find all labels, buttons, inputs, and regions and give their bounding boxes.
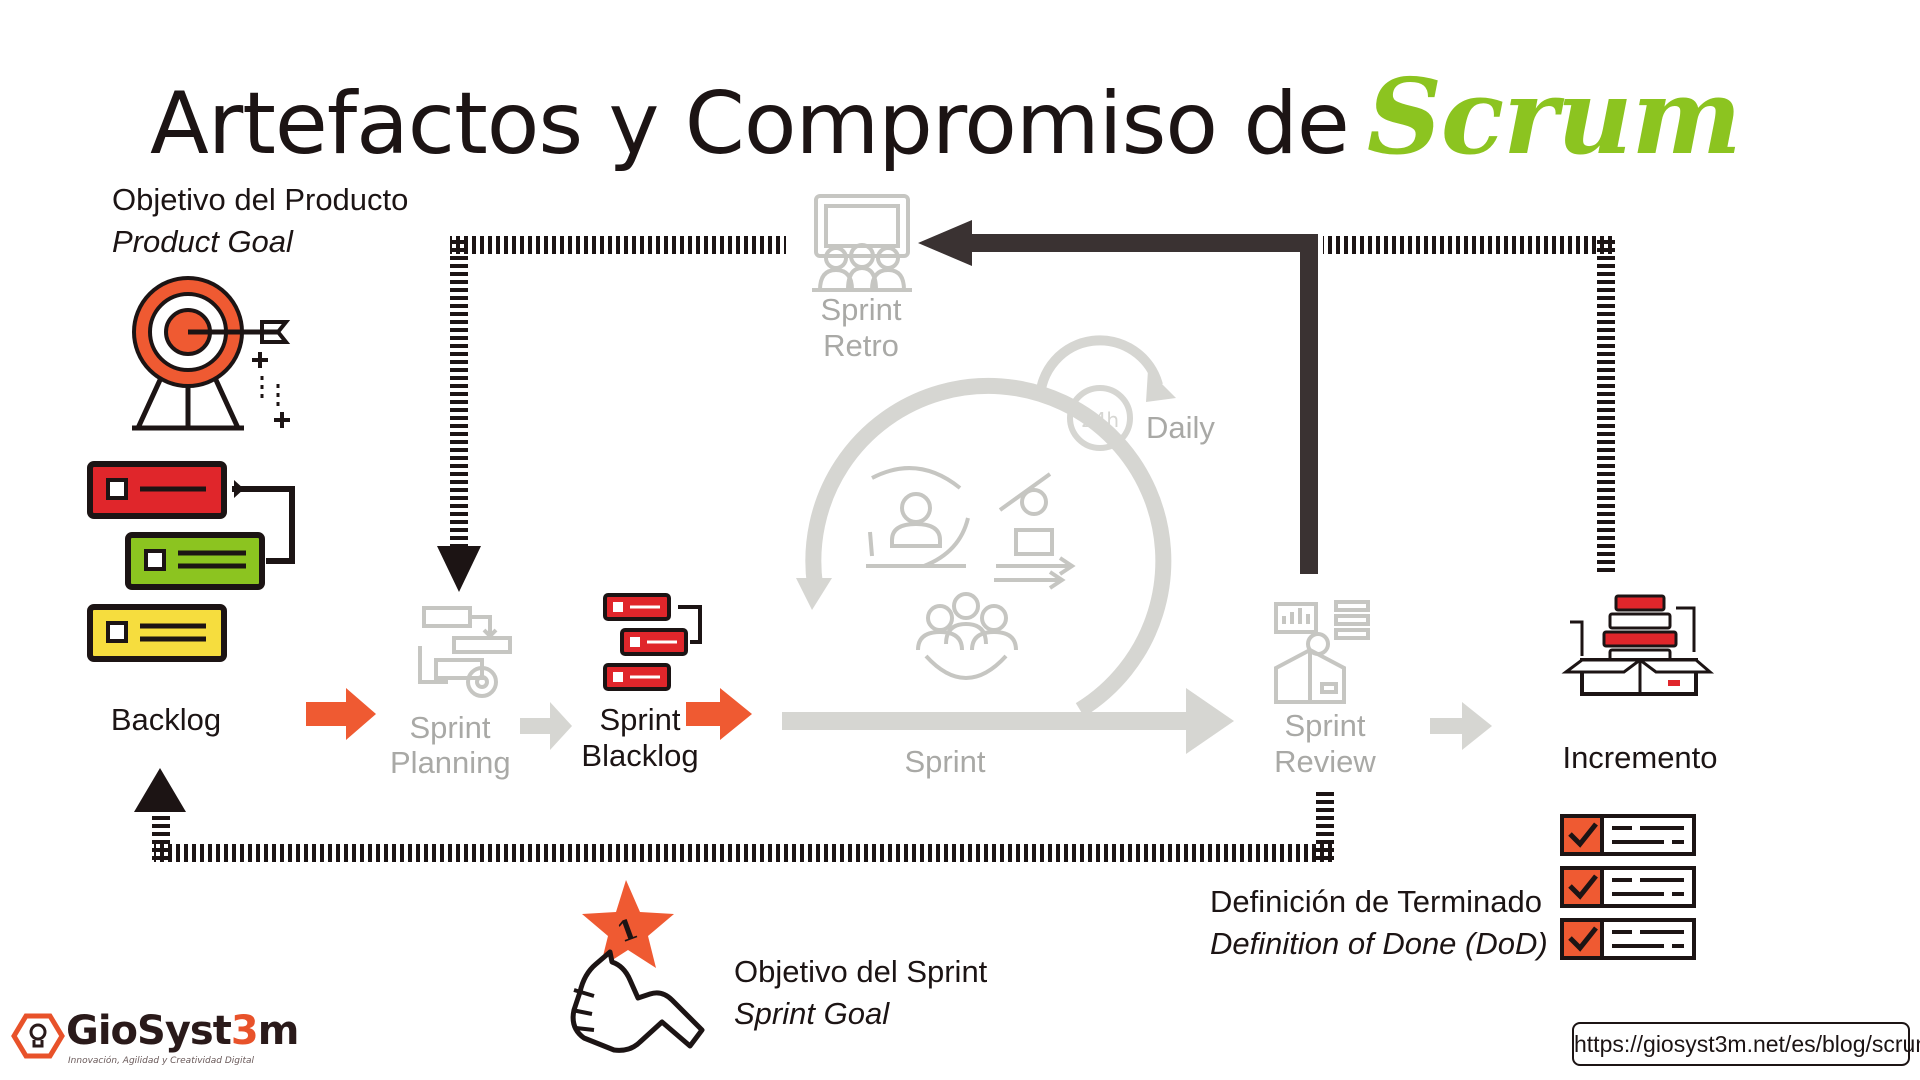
logo-name-accent: 3 <box>230 1008 259 1054</box>
checklist-icon <box>1560 814 1696 960</box>
planning-icon <box>418 606 512 698</box>
product-goal-label: Objetivo del Producto <box>112 182 409 217</box>
review-icon <box>1274 600 1370 704</box>
arrow-planning-to-sprintbacklog <box>520 702 572 750</box>
up-arrow-backlog <box>134 768 186 812</box>
product-goal-label-en: Product Goal <box>112 224 293 259</box>
logo-name: GioSyst3m <box>66 1008 300 1054</box>
sprint-review-label-1: Sprint <box>1284 708 1366 743</box>
arrow-review-to-increment <box>1430 702 1492 750</box>
sprint-retro-label-1: Sprint <box>820 292 902 327</box>
title-main: Artefactos y Compromiso de <box>150 74 1350 174</box>
daily-clock-text: 24h <box>1081 408 1119 432</box>
sprint-label: Sprint <box>904 744 986 779</box>
dod-label-en: Definition of Done (DoD) <box>1210 926 1548 961</box>
retro-icon <box>812 194 912 292</box>
target-icon <box>132 276 291 431</box>
dod-label: Definición de Terminado <box>1210 884 1543 919</box>
arrow-sprintbacklog-to-sprint <box>686 688 752 740</box>
backlog-label: Backlog <box>110 702 222 737</box>
sprint-goal-label-en: Sprint Goal <box>734 996 890 1031</box>
backlog-stack-icon <box>87 461 295 662</box>
review-to-retro-arrow <box>918 220 1318 574</box>
increment-box-icon <box>1561 594 1715 696</box>
daily-cycle-icon: 24h <box>1035 335 1176 451</box>
logo-name-prefix: GioSyst <box>66 1008 232 1054</box>
team-icons <box>866 466 1076 680</box>
logo-name-suffix: m <box>257 1008 300 1054</box>
logo-tagline: Innovación, Agilidad y Creatividad Digit… <box>68 1056 255 1066</box>
dashed-loop-bottom <box>134 768 1334 862</box>
down-arrow-planning <box>437 546 481 592</box>
sprint-planning-label-1: Sprint <box>409 710 491 745</box>
sprint-planning-label-2: Planning <box>390 745 511 780</box>
title-brand: Scrum <box>1366 55 1742 178</box>
logo-hexagon-icon <box>11 1013 65 1059</box>
star-hand-icon: 1 <box>570 880 705 1053</box>
sprint-main-arrow <box>782 688 1234 754</box>
increment-label: Incremento <box>1562 740 1718 775</box>
arrow-backlog-to-planning <box>306 688 376 740</box>
sprint-retro-label-2: Retro <box>823 328 899 363</box>
sprint-backlog-label-2: Blacklog <box>581 738 699 773</box>
daily-label: Daily <box>1146 410 1215 445</box>
sprint-backlog-label-1: Sprint <box>599 702 681 737</box>
dashed-loop-right <box>1323 236 1615 576</box>
sprint-review-label-2: Review <box>1274 744 1376 779</box>
dashed-loop-top <box>437 236 786 592</box>
sprint-cycle <box>796 377 1172 717</box>
sprint-backlog-icon <box>603 593 702 691</box>
sprint-goal-label: Objetivo del Sprint <box>734 954 988 989</box>
url-link[interactable]: https://giosyst3m.net/es/blog/scrum <box>1572 1022 1920 1066</box>
